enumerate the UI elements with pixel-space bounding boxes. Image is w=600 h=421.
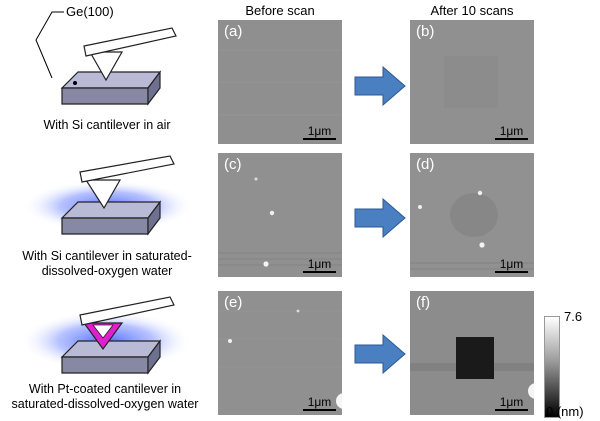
afm-image-b: (b) 1μm: [410, 20, 534, 144]
panel-label-a: (a): [224, 23, 243, 40]
setup-illustration-air: [35, 11, 177, 106]
scale-text-d: 1μm: [499, 257, 524, 271]
scale-bar-f: 1μm: [495, 396, 528, 411]
scale-bar-e: 1μm: [303, 396, 336, 411]
setup-illustration-pt-water: [20, 296, 192, 375]
scale-bar-b: 1μm: [495, 125, 528, 140]
scale-bar-a: 1μm: [303, 125, 336, 140]
height-colorbar: [544, 316, 560, 418]
row2-caption: With Si cantilever in saturated- dissolv…: [4, 249, 210, 279]
row3-caption: With Pt-coated cantilever in saturated-d…: [0, 382, 210, 412]
scale-text-a: 1μm: [307, 124, 332, 138]
scale-text-e: 1μm: [307, 395, 332, 409]
arrow-right-icon: [354, 198, 406, 238]
panel-label-e: (e): [224, 294, 243, 311]
scale-text-b: 1μm: [499, 124, 524, 138]
colorbar-min-label: 0 (nm): [546, 404, 584, 419]
scale-bar-c: 1μm: [303, 258, 336, 273]
row1-caption-line1: With Si cantilever in air: [43, 118, 171, 132]
panel-label-d: (d): [416, 156, 435, 173]
column-header-before: Before scan: [245, 3, 315, 18]
arrow-right-icon: [354, 66, 406, 106]
afm-image-e: (e) 1μm: [218, 291, 342, 415]
afm-image-a: (a) 1μm: [218, 20, 342, 144]
panel-label-c: (c): [224, 156, 242, 173]
setup-illustration-water: [22, 155, 194, 236]
arrow-right-icon: [354, 334, 406, 374]
scale-text-f: 1μm: [499, 395, 524, 409]
afm-image-d: (d) 1μm: [410, 153, 534, 277]
panel-label-b: (b): [416, 23, 435, 40]
panel-label-f: (f): [416, 294, 431, 311]
row3-caption-line1: With Pt-coated cantilever in: [28, 382, 182, 396]
row2-caption-line2: dissolved-oxygen water: [41, 264, 173, 278]
afm-image-f: (f) 1μm: [410, 291, 534, 415]
row3-caption-line2: saturated-dissolved-oxygen water: [11, 397, 199, 411]
scale-text-c: 1μm: [307, 257, 332, 271]
column-header-after: After 10 scans: [430, 3, 514, 18]
scale-bar-d: 1μm: [495, 258, 528, 273]
colorbar-max-label: 7.6: [564, 309, 583, 324]
row2-caption-line1: With Si cantilever in saturated-: [22, 249, 192, 263]
sample-label: Ge(100): [66, 4, 114, 19]
row1-caption: With Si cantilever in air: [14, 118, 200, 133]
afm-image-c: (c) 1μm: [218, 153, 342, 277]
